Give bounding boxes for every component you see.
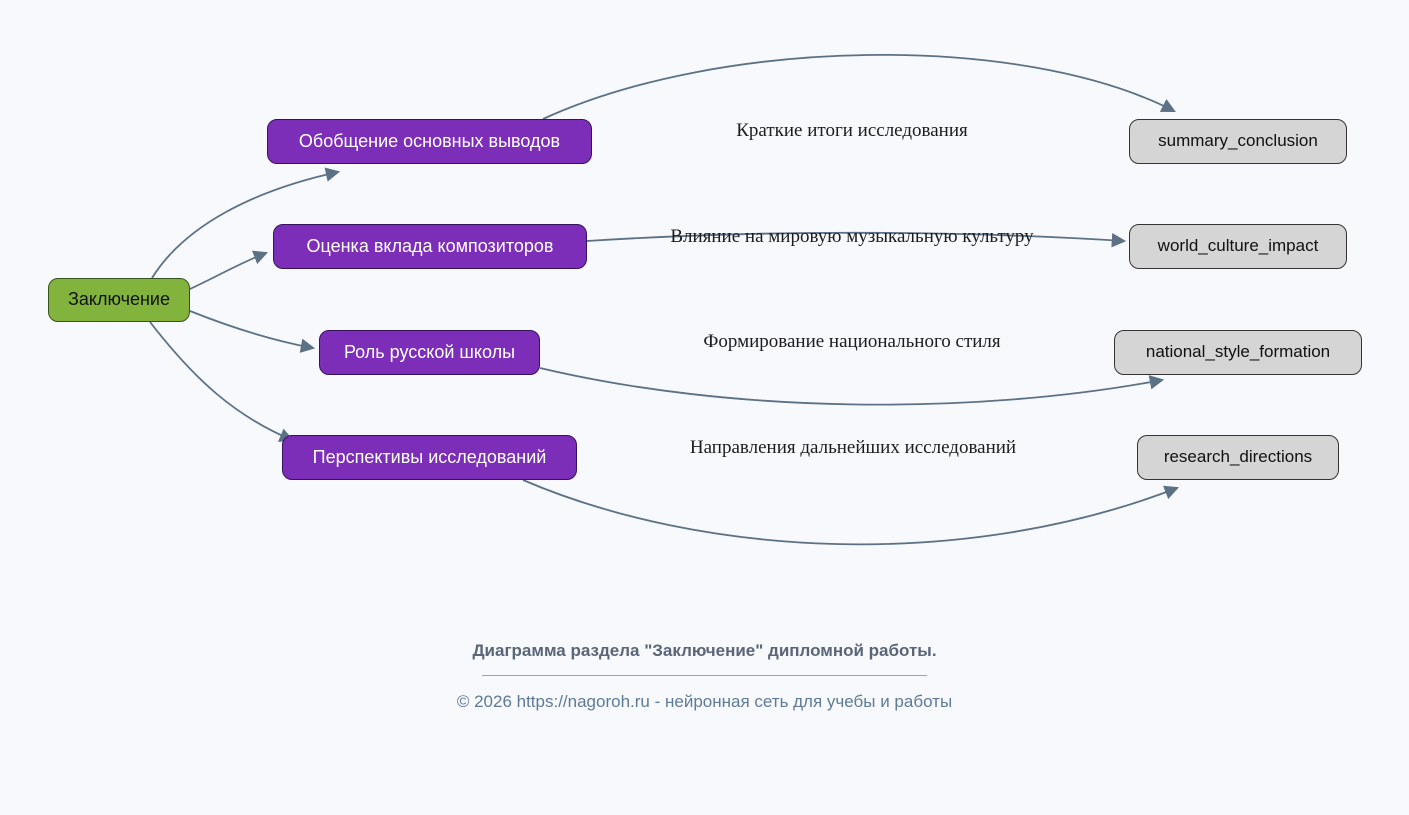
edge-label-russian-school: Формирование национального стиля	[703, 331, 1001, 352]
node-target-world-culture-impact: world_culture_impact	[1129, 224, 1347, 269]
node-root: Заключение	[48, 278, 190, 322]
node-target-summary-conclusion: summary_conclusion	[1129, 119, 1347, 164]
edge-label-summary: Краткие итоги исследования	[736, 120, 968, 141]
edge-root-to-branch-3	[149, 321, 294, 442]
edge-label-contribution: Влияние на мировую музыкальную культуру	[670, 226, 1034, 247]
node-target-label: research_directions	[1163, 447, 1313, 467]
node-branch-label: Оценка вклада композиторов	[306, 235, 554, 256]
node-branch-label: Роль русской школы	[343, 341, 516, 362]
node-target-label: world_culture_impact	[1157, 236, 1319, 256]
node-branch-summary: Обобщение основных выводов	[267, 119, 592, 164]
node-target-national-style-formation: national_style_formation	[1114, 330, 1362, 375]
node-branch-label: Обобщение основных выводов	[298, 130, 561, 151]
node-target-research-directions: research_directions	[1137, 435, 1339, 480]
node-branch-label: Перспективы исследований	[312, 446, 547, 467]
footer-divider	[482, 675, 927, 677]
edge-label-perspectives: Направления дальнейших исследований	[689, 437, 1017, 458]
edge-branch-3-to-target	[522, 479, 1180, 546]
edge-branch-0-to-target	[542, 54, 1176, 120]
node-root-label: Заключение	[68, 289, 170, 310]
node-branch-perspectives: Перспективы исследований	[282, 435, 577, 480]
edge-root-to-branch-1	[189, 250, 269, 290]
edge-branch-2-to-target	[539, 367, 1165, 406]
node-target-label: national_style_formation	[1145, 342, 1331, 362]
node-branch-russian-school: Роль русской школы	[319, 330, 540, 375]
diagram-caption: Диаграмма раздела "Заключение" дипломной…	[472, 641, 937, 660]
copyright-text: © 2026 https://nagoroh.ru - нейронная се…	[456, 692, 953, 712]
footer: Диаграмма раздела "Заключение" дипломной…	[0, 640, 1409, 712]
node-branch-contribution: Оценка вклада композиторов	[273, 224, 587, 269]
edge-root-to-branch-2	[189, 310, 316, 353]
node-target-label: summary_conclusion	[1158, 131, 1318, 151]
